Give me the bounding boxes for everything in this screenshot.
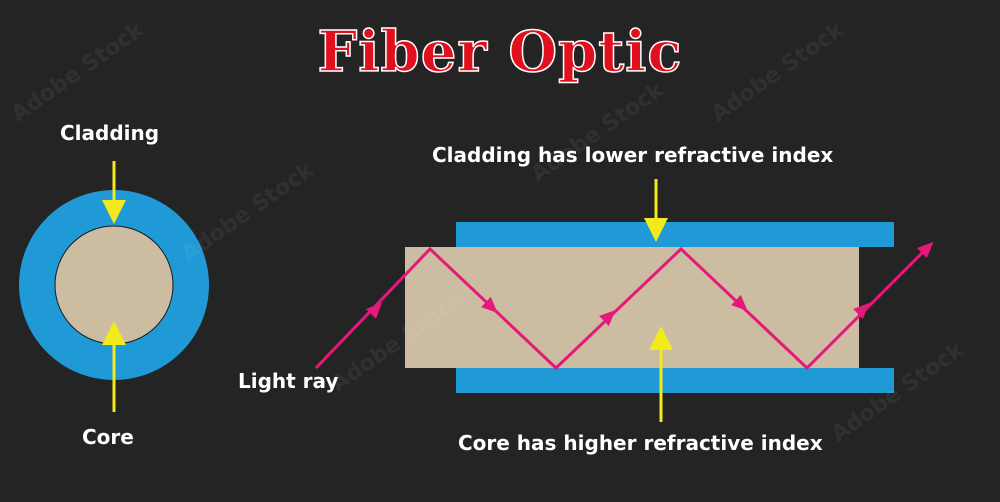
core-label: Core xyxy=(82,425,134,449)
fiber-core xyxy=(405,247,859,368)
fiber-longitudinal xyxy=(405,222,894,393)
top-cladding-layer xyxy=(456,222,894,247)
cladding-lower-index-label: Cladding has lower refractive index xyxy=(432,143,834,167)
core-higher-index-label: Core has higher refractive index xyxy=(458,431,823,455)
light-ray-arrowhead xyxy=(917,241,934,259)
cross-section-core xyxy=(54,225,174,345)
light-ray-arrowhead xyxy=(599,309,616,327)
cross-section xyxy=(19,190,209,380)
light-ray-label: Light ray xyxy=(238,369,339,393)
light-ray-path xyxy=(314,243,932,371)
page-title: Fiber Optic xyxy=(317,19,683,85)
light-ray-arrowhead xyxy=(731,294,748,311)
light-ray-arrowhead xyxy=(481,296,498,313)
light-ray xyxy=(314,241,934,371)
bottom-cladding-layer xyxy=(456,368,894,393)
light-ray-arrowhead xyxy=(853,302,870,320)
cladding-label: Cladding xyxy=(60,121,160,145)
light-ray-arrowhead xyxy=(365,302,383,319)
